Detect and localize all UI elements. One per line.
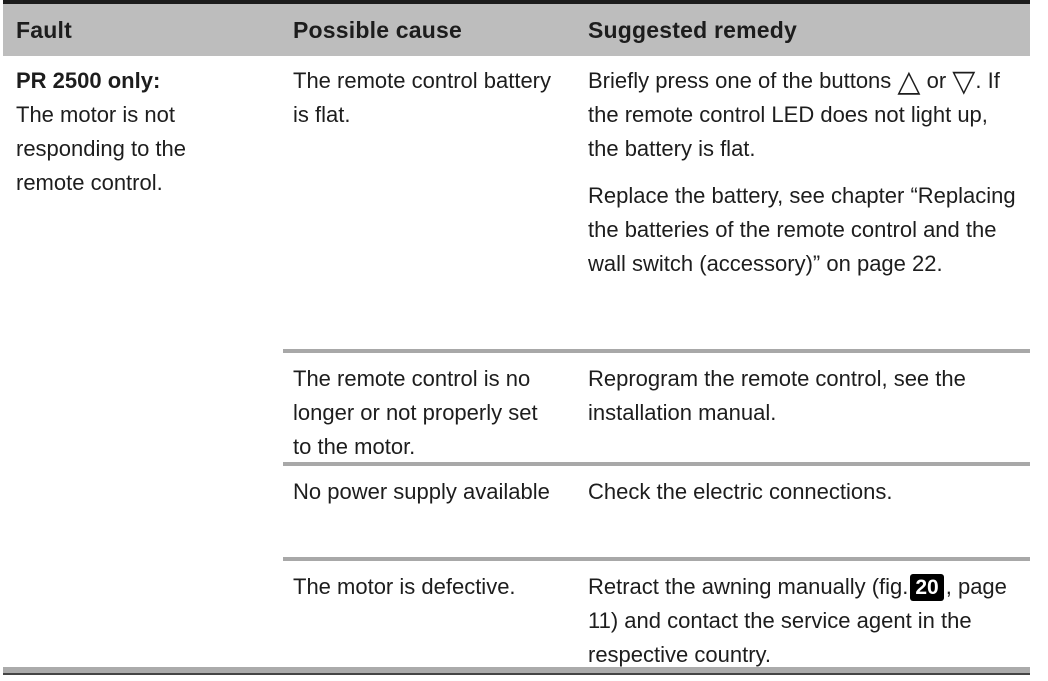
remedy-cell: Briefly press one of the buttons △ or ▽.… — [578, 56, 1030, 349]
cause-text: No power supply available — [293, 479, 550, 504]
cause-text: The remote control battery is flat. — [293, 68, 552, 127]
cause-text: The motor is defective. — [293, 574, 516, 599]
remedy-cell: Retract the awning manually (fig.20, pag… — [578, 557, 1030, 667]
table-bottom-rule-gray — [3, 667, 1030, 673]
remedy-cell: Check the electric connections. — [578, 462, 1030, 557]
remedy-paragraph: Briefly press one of the buttons △ or ▽.… — [588, 64, 1020, 166]
cause-cell: The motor is defective. — [283, 557, 578, 667]
triangle-down-icon: ▽ — [952, 64, 976, 99]
remedy-paragraph: Check the electric connections. — [588, 479, 893, 504]
remedy-text-segment: , page 11) and contact the service agent… — [588, 574, 1007, 667]
column-header-suggested-remedy: Suggested remedy — [588, 16, 797, 43]
table-header-row: Fault Possible cause Suggested remedy — [3, 4, 1030, 56]
cause-cell: The remote control battery is flat. — [283, 56, 578, 349]
cause-text: The remote control is no longer or not p… — [293, 366, 538, 459]
fault-description: The motor is not responding to the remot… — [16, 102, 187, 195]
cause-cell: No power supply available — [283, 462, 578, 557]
table-bottom-rule-dark — [3, 673, 1030, 675]
troubleshooting-table: Fault Possible cause Suggested remedy PR… — [3, 0, 1030, 675]
triangle-up-icon: △ — [897, 64, 921, 99]
remedy-text-segment: Briefly press one of the buttons — [588, 68, 898, 93]
remedy-paragraph: Reprogram the remote control, see the in… — [588, 366, 966, 425]
remedy-cell: Reprogram the remote control, see the in… — [578, 349, 1030, 462]
table-top-rule — [3, 0, 1030, 4]
fault-cell: PR 2500 only: The motor is not respondin… — [3, 56, 283, 667]
remedy-paragraph: Replace the battery, see chapter “Replac… — [588, 183, 1016, 276]
table-body: PR 2500 only: The motor is not respondin… — [3, 56, 1030, 667]
figure-reference-badge: 20 — [910, 574, 944, 601]
column-header-fault: Fault — [16, 16, 72, 43]
remedy-text-segment: or — [920, 68, 953, 93]
cause-cell: The remote control is no longer or not p… — [283, 349, 578, 462]
remedy-text-segment: . If the remote control LED does not lig… — [588, 68, 1000, 161]
remedy-paragraph: Retract the awning manually (fig.20, pag… — [588, 570, 1020, 672]
fault-title: PR 2500 only: — [16, 68, 161, 93]
remedy-text-segment: Retract the awning manually (fig. — [588, 574, 909, 599]
column-header-possible-cause: Possible cause — [293, 16, 462, 43]
